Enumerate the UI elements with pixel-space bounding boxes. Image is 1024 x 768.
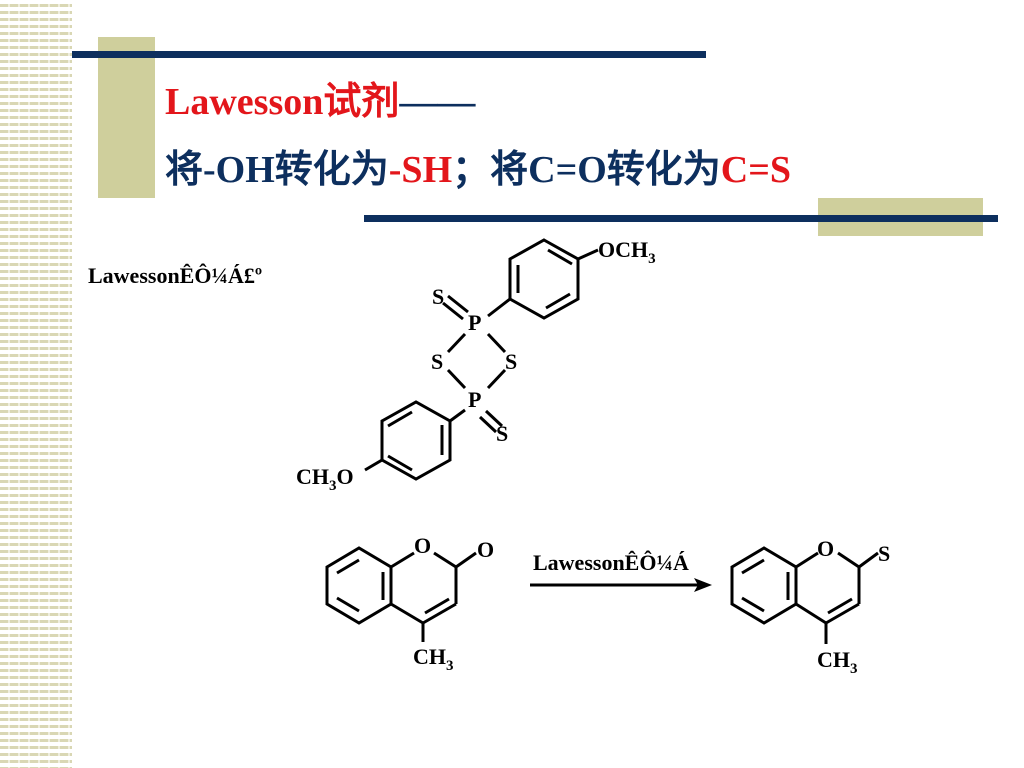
upper-benzene-ring bbox=[508, 238, 580, 320]
title-part-oh: 将-OH转化为 bbox=[165, 149, 389, 191]
title-part-cs: C=S bbox=[720, 149, 792, 191]
arrow-reagent-label: LawessonÊÔ¼Á bbox=[533, 550, 689, 575]
product-thione-sulfur: S bbox=[878, 541, 890, 566]
p-bottom-label: P bbox=[468, 387, 481, 412]
slide-title-line2: 将-OH转化为-SH；将C=O转化为C=S bbox=[165, 138, 791, 193]
reactant-ring-oxygen: O bbox=[414, 533, 431, 558]
title-part-co: ；将C=O转化为 bbox=[452, 149, 721, 191]
lawesson-reagent-structure bbox=[364, 238, 599, 481]
upper-och3-bond bbox=[577, 248, 599, 261]
s-top-label: S bbox=[432, 284, 444, 309]
reaction-arrow-head bbox=[694, 578, 712, 592]
product-methyl-label: CH3 bbox=[817, 647, 858, 677]
och3-label: OCH3 bbox=[598, 237, 656, 267]
title-part-sh: -SH bbox=[388, 149, 453, 191]
reactant-methyl-label: CH3 bbox=[413, 644, 454, 674]
title-main-text: Lawesson试剂 bbox=[165, 81, 400, 123]
s-bottom-label: S bbox=[496, 421, 508, 446]
slide-title-line1: Lawesson试剂—— bbox=[165, 70, 475, 125]
upper-aryl-p-bond bbox=[487, 297, 511, 318]
ch3o-label: CH3O bbox=[296, 464, 354, 494]
lower-aryl-p-bond bbox=[449, 408, 466, 423]
product-thiocoumarin bbox=[730, 546, 879, 644]
title-dash: —— bbox=[399, 81, 476, 123]
title-bottom-rule bbox=[364, 215, 998, 222]
lower-benzene-ring bbox=[380, 400, 452, 481]
decorative-left-strip bbox=[0, 0, 72, 768]
reactant-methylcoumarin bbox=[325, 546, 477, 642]
p-top-label: P bbox=[468, 310, 481, 335]
s-right-label: S bbox=[505, 349, 517, 374]
product-ring-oxygen: O bbox=[817, 536, 834, 561]
title-top-rule bbox=[72, 51, 706, 58]
reagent-label: LawessonÊÔ¼Á£º bbox=[88, 263, 263, 288]
s-left-label: S bbox=[431, 349, 443, 374]
title-deco-box bbox=[98, 37, 155, 198]
lower-och3-bond bbox=[364, 458, 383, 472]
reactant-carbonyl-oxygen: O bbox=[477, 537, 494, 562]
product-benzo-ring bbox=[730, 546, 798, 625]
reactant-benzo-ring bbox=[325, 546, 393, 625]
